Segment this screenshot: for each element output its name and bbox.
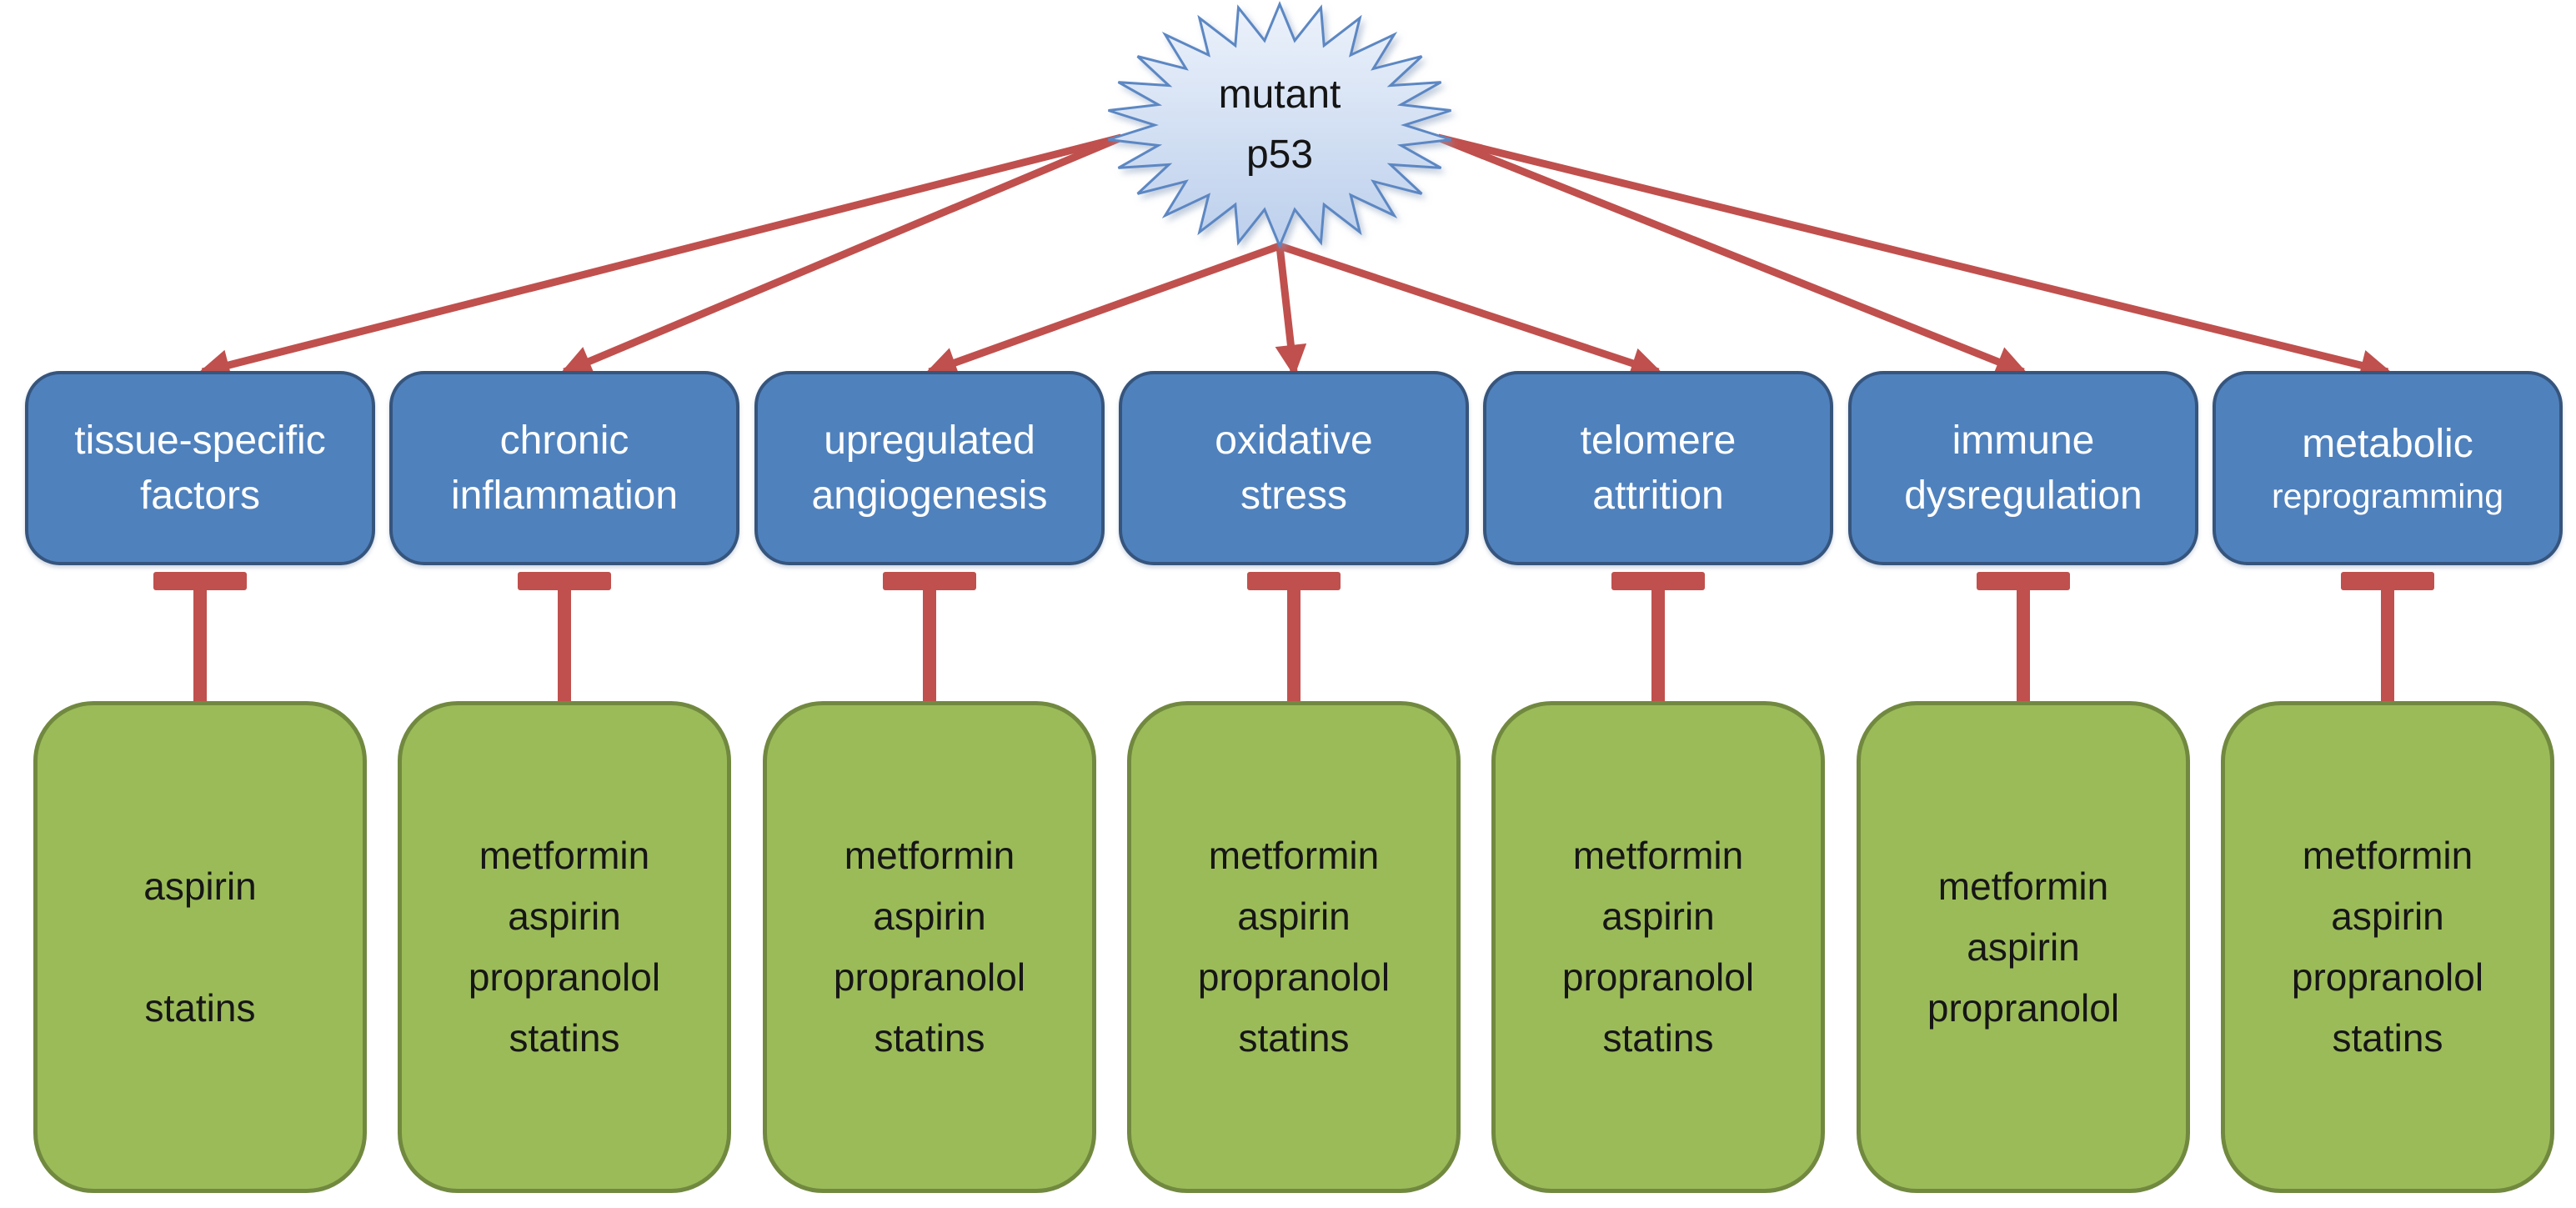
hallmark-label: stress [1240, 473, 1347, 518]
drug-name: propranolol [1197, 955, 1391, 999]
hallmark-box-metabolic-reprogramming: metabolic reprogramming [2213, 371, 2563, 565]
hallmark-label: tissue-specific [74, 418, 326, 463]
arrow-to-oxidative-stress [1275, 245, 1307, 377]
hallmark-box-tissue-specific-factors: tissue-specific factors [25, 371, 375, 565]
drug-name: aspirin [1601, 895, 1715, 938]
root-label-line1: mutant [1218, 73, 1341, 117]
drug-name: propranolol [468, 955, 661, 999]
root-node-label: mutant p53 [1113, 65, 1446, 185]
drug-name: aspirin [2331, 895, 2444, 938]
hallmark-label: upregulated [824, 418, 1035, 463]
hallmark-label: angiogenesis [811, 473, 1048, 518]
drug-name: statins [509, 1016, 620, 1060]
hallmark-label: oxidative [1215, 418, 1373, 463]
arrow-to-chronic-inflammation [559, 133, 1123, 376]
drug-name: metformin [2302, 834, 2473, 877]
hallmark-box-chronic-inflammation: chronic inflammation [389, 371, 739, 565]
hallmark-label: reprogramming [2272, 476, 2503, 515]
drug-name: propranolol [1927, 985, 2120, 1030]
drug-name: metformin [1937, 864, 2109, 908]
drug-box-4: metformin aspirin propranolol statins [1127, 701, 1461, 1193]
drug-box-7: metformin aspirin propranolol statins [2221, 701, 2554, 1193]
drug-name: metformin [1572, 834, 1744, 877]
drug-box-3: metformin aspirin propranolol statins [763, 701, 1096, 1193]
tbar-2 [518, 572, 611, 702]
tbar-6 [1977, 572, 2070, 702]
drug-name: propranolol [2291, 955, 2484, 999]
drug-name: metformin [479, 834, 650, 877]
hallmark-label: attrition [1592, 473, 1724, 518]
arrow-to-telomere-attrition [1278, 242, 1663, 378]
drug-box-2: metformin aspirin propranolol statins [398, 701, 731, 1193]
drug-name: propranolol [1561, 955, 1755, 999]
drug-name: aspirin [508, 895, 621, 938]
drug-box-5: metformin aspirin propranolol statins [1491, 701, 1825, 1193]
drug-name: metformin [1208, 834, 1380, 877]
drug-name: statins [1602, 1016, 1714, 1060]
hallmark-label: immune [1952, 418, 2095, 463]
drug-name: aspirin [1237, 895, 1351, 938]
root-label-line2: p53 [1245, 133, 1314, 177]
drug-name: statins [144, 985, 256, 1030]
drug-name-spacer [143, 917, 257, 978]
drug-name: statins [874, 1016, 985, 1060]
hallmark-box-upregulated-angiogenesis: upregulated angiogenesis [754, 371, 1105, 565]
hallmark-label: factors [139, 473, 261, 518]
hallmark-label: metabolic [2302, 421, 2473, 466]
drug-box-1: aspirin statins [33, 701, 367, 1193]
hallmark-label: inflammation [450, 473, 679, 518]
hallmark-box-immune-dysregulation: immune dysregulation [1848, 371, 2198, 565]
arrow-to-metabolic-reprogramming [1436, 133, 2393, 381]
starburst-shape [1108, 1, 1451, 249]
drug-name: aspirin [873, 895, 986, 938]
drug-name: statins [2332, 1016, 2443, 1060]
hallmark-label: telomere [1580, 418, 1737, 463]
arrow-to-immune-dysregulation [1436, 133, 2028, 377]
promote-arrows [198, 133, 2393, 381]
arrow-to-tissue-specific-factors [198, 133, 1123, 381]
hallmark-label: chronic [499, 418, 629, 463]
tbar-3 [883, 572, 976, 702]
drug-box-6: metformin aspirin propranolol [1857, 701, 2190, 1193]
hallmark-label: dysregulation [1904, 473, 2142, 518]
tbar-4 [1247, 572, 1341, 702]
drug-name: aspirin [1967, 925, 2080, 969]
arrow-to-upregulated-angiogenesis [925, 242, 1281, 378]
hallmark-box-telomere-attrition: telomere attrition [1483, 371, 1833, 565]
inhibitor-tbars [153, 572, 2434, 702]
tbar-1 [153, 572, 247, 702]
drug-name: aspirin [143, 864, 257, 908]
tbar-7 [2341, 572, 2434, 702]
hallmark-box-oxidative-stress: oxidative stress [1119, 371, 1469, 565]
drug-name: propranolol [833, 955, 1026, 999]
drug-name: metformin [844, 834, 1015, 877]
drug-name: statins [1238, 1016, 1350, 1060]
tbar-5 [1611, 572, 1705, 702]
